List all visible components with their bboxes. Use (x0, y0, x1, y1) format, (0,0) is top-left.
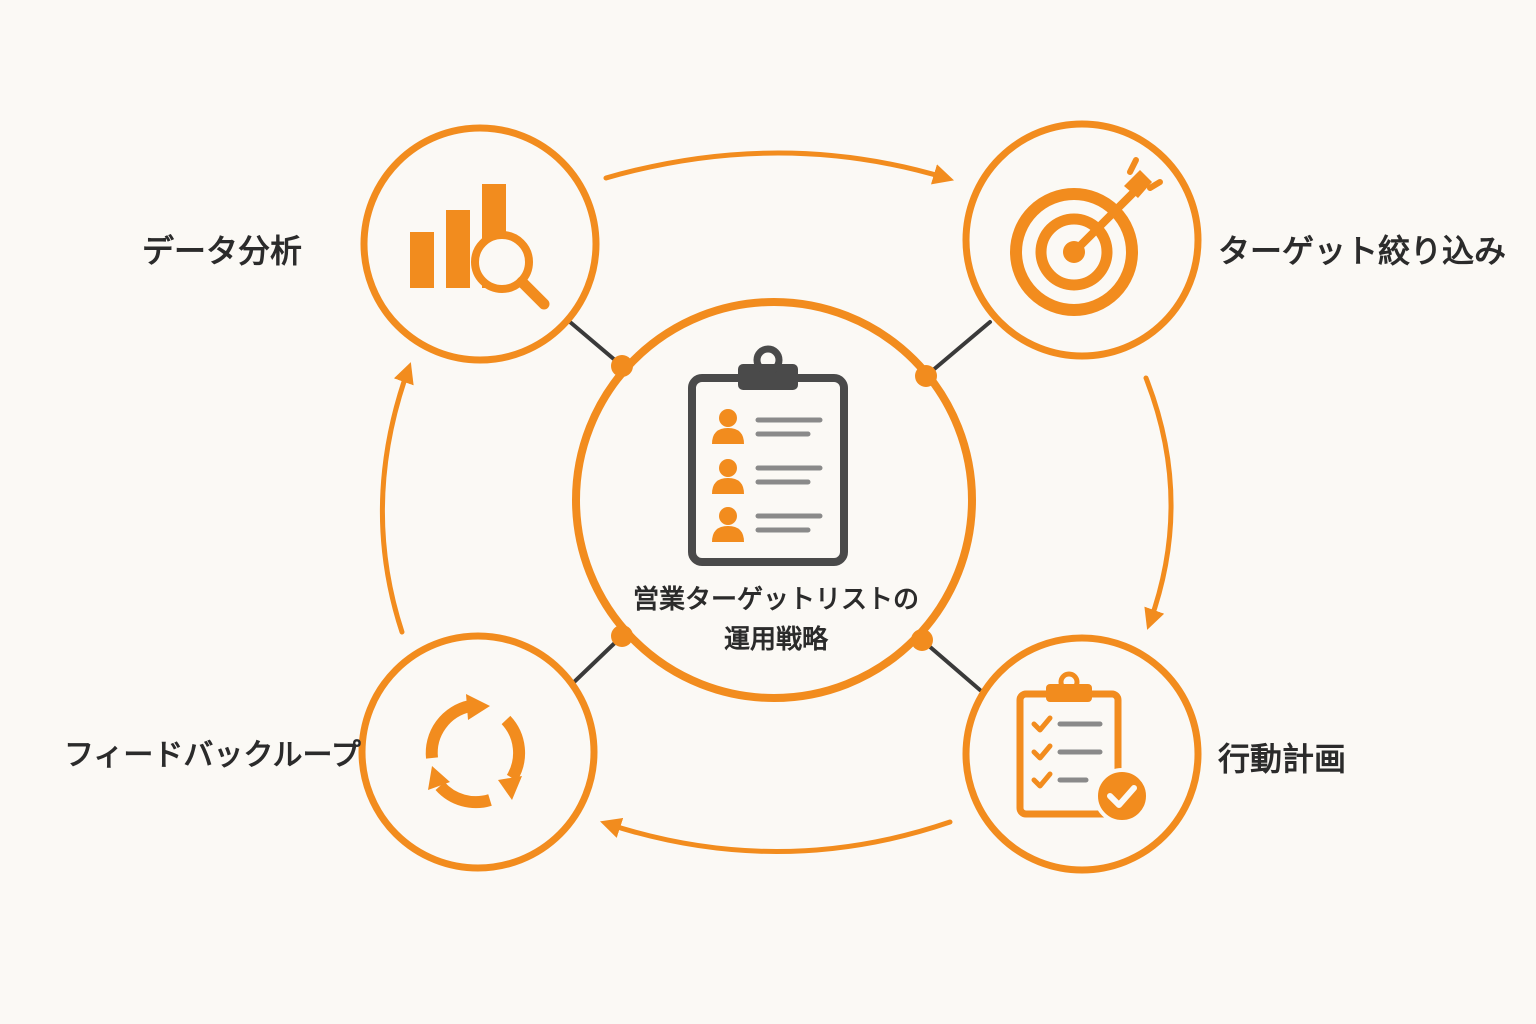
connector-dot (611, 625, 633, 647)
node-action-plan (962, 634, 1202, 874)
center-hub (572, 298, 976, 702)
clipboard-checklist-icon (1016, 671, 1150, 824)
connector-dot (911, 629, 933, 651)
arrow-action-to-feedback (600, 817, 953, 854)
center-title-line-1: 営業ターゲットリストの (632, 585, 919, 615)
center-title: 営業ターゲットリストの 運用戦略 (576, 580, 976, 660)
connectors (568, 320, 992, 692)
arrow-analysis-to-target (603, 150, 955, 185)
arrow-feedback-to-analysis (379, 362, 414, 635)
cycle-arrows-icon (425, 694, 526, 809)
connector-bottom-right (920, 638, 982, 692)
bar-chart-magnifier-icon (410, 184, 550, 310)
node-target-focus (962, 120, 1202, 360)
node-circle (358, 632, 598, 872)
center-title-line-2: 運用戦略 (723, 625, 828, 655)
connector-dot (611, 355, 633, 377)
node-label-action-plan: 行動計画 (1218, 740, 1347, 778)
center-circle (572, 298, 976, 702)
connector-top-right (924, 320, 992, 378)
connector-dot (915, 365, 937, 387)
cycle-arrows (379, 150, 1174, 854)
connector-bottom-left (570, 634, 624, 686)
node-label-data-analysis: データ分析 (142, 232, 303, 270)
node-label-feedback-loop: フィードバックループ (64, 738, 361, 773)
arrow-target-to-action (1143, 375, 1174, 630)
node-data-analysis (360, 124, 600, 364)
node-label-target-focus: ターゲット絞り込み (1218, 232, 1507, 270)
node-feedback-loop (358, 632, 598, 872)
connector-top-left (568, 320, 624, 368)
clipboard-people-list-icon (688, 345, 848, 566)
target-arrow-icon (1010, 157, 1163, 316)
